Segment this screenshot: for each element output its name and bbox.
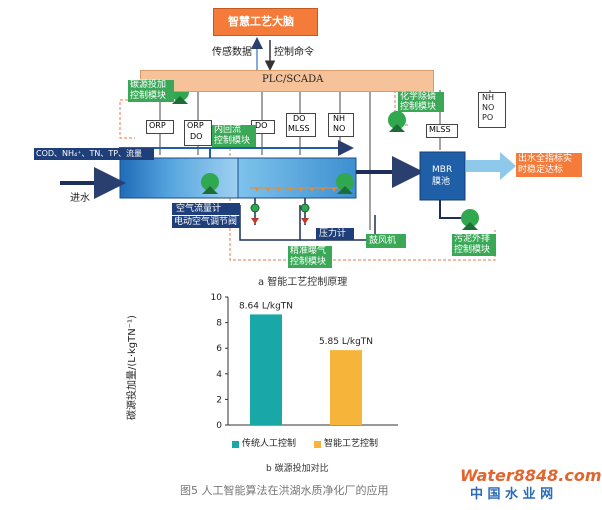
- aeration-module-box: [288, 246, 332, 268]
- carbon-module-label-2: 控制模块: [130, 91, 167, 101]
- y-tick-label: 2: [216, 395, 222, 405]
- y-tick-label: 8: [216, 319, 222, 329]
- air-valve-label: 电动空气调节阀: [174, 217, 238, 227]
- return-pump-icon: [201, 173, 219, 194]
- carbon-chart: 0 2 4 6 8 10 8.64 L/kgTN 5.85 L/kgTN: [211, 293, 398, 431]
- do-mlss-sensor: [286, 113, 316, 137]
- chem-module-label-1: 化学除磷: [400, 92, 437, 102]
- po-label: PO: [482, 113, 494, 122]
- inner-return-box: [212, 125, 256, 147]
- chart-ylabel: 碳源投加量/(L·kgTN⁻¹): [127, 315, 138, 420]
- legend-label-1: 传统人工控制: [242, 439, 297, 449]
- watermark-brand: Water8848.com: [460, 466, 602, 485]
- mlss-label-2: MLSS: [429, 125, 451, 134]
- bar-value-label-2: 5.85 L/kgTN: [319, 337, 373, 347]
- sludge-pump-icon: [461, 209, 479, 230]
- effluent-label-1: 出水全指标实: [518, 154, 573, 164]
- legend-swatch-1: [232, 441, 239, 448]
- chem-module-label-2: 控制模块: [400, 102, 437, 112]
- mlss-sensor: [426, 124, 458, 138]
- inner-return-label-2: 控制模块: [214, 136, 251, 146]
- pressure-meter-label: 压力计: [319, 229, 347, 239]
- bar-value-label-1: 8.64 L/kgTN: [239, 301, 293, 311]
- orp-label-1: ORP: [149, 121, 166, 130]
- chem-pump-icon: [388, 111, 406, 132]
- legend-swatch-2: [314, 441, 321, 448]
- carbon-module-label-1: 碳源投加: [130, 80, 167, 90]
- aerobic-pump-icon: [336, 173, 354, 194]
- process-diagram: [60, 37, 516, 261]
- sludge-module-label-2: 控制模块: [454, 245, 491, 255]
- brain-label: 智慧工艺大脑: [228, 15, 294, 28]
- nh-label-2: NH: [333, 114, 345, 123]
- air-flow-meter-box: [172, 203, 240, 215]
- y-tick-label: 4: [216, 370, 222, 380]
- control-command-label: 控制命令: [274, 47, 314, 58]
- aerobic-tank: [237, 157, 357, 199]
- sludge-module-box: [452, 234, 496, 256]
- do-label-1: DO: [190, 132, 203, 141]
- orp-sensor-1: [146, 120, 174, 134]
- y-tick-label: 6: [216, 344, 222, 354]
- effluent-label-2: 时稳定达标: [518, 165, 564, 175]
- caption-a: a 智能工艺控制原理: [258, 277, 348, 288]
- pressure-meter-box: [316, 228, 354, 240]
- figure-caption: 图5 人工智能算法在洪湖水质净化厂的应用: [180, 484, 389, 497]
- orp-label-2: ORP: [187, 121, 204, 130]
- legend-label-2: 智能工艺控制: [324, 439, 379, 449]
- air-flow-meter-label: 空气流量计: [176, 204, 222, 214]
- mbr-label-2: 膜池: [432, 177, 451, 187]
- bar-2: [330, 350, 362, 425]
- nutrient-sensor-box: [478, 92, 506, 128]
- effluent-box: [516, 153, 582, 177]
- bar-1: [250, 314, 282, 425]
- blower-box: [366, 234, 406, 248]
- no-label: NO: [482, 103, 495, 112]
- chart-caption: b 碳源投加对比: [266, 464, 329, 474]
- inflow-quality-bar: [34, 148, 154, 160]
- mbr-tank: [419, 151, 466, 201]
- do-label-3: DO: [293, 114, 306, 123]
- do-label-2: DO: [255, 121, 268, 130]
- inflow-label: 进水: [70, 193, 90, 204]
- mbr-label-1: MBR: [432, 165, 453, 175]
- nh-no-sensor: [328, 113, 354, 137]
- orp-do-sensor: [184, 120, 212, 146]
- sensor-data-label: 传感数据: [212, 47, 252, 58]
- aeration-module-label-2: 控制模块: [290, 257, 327, 267]
- watermark-cn: 中 国 水 业 网: [470, 487, 554, 502]
- nh-label: NH: [482, 93, 494, 102]
- sludge-module-label-1: 污泥外排: [454, 234, 491, 244]
- inflow-quality-label: COD、NH₄⁺、TN、TP、流量: [36, 149, 143, 158]
- plc-label: PLC/SCADA: [262, 74, 324, 85]
- mlss-label-1: MLSS: [288, 124, 310, 133]
- no-label-2: NO: [333, 124, 346, 133]
- brain-box: [213, 8, 318, 36]
- aeration-module-label-1: 精准曝气: [290, 246, 327, 256]
- y-tick-label: 0: [216, 421, 222, 431]
- blower-label: 鼓风机: [369, 236, 397, 246]
- carbon-module-box: [128, 80, 174, 102]
- inner-return-label-1: 内回流: [214, 125, 242, 135]
- air-valve-box: [172, 216, 240, 228]
- effluent-arrow: [466, 152, 516, 180]
- chem-module-box: [398, 92, 444, 112]
- y-tick-label: 10: [211, 293, 223, 303]
